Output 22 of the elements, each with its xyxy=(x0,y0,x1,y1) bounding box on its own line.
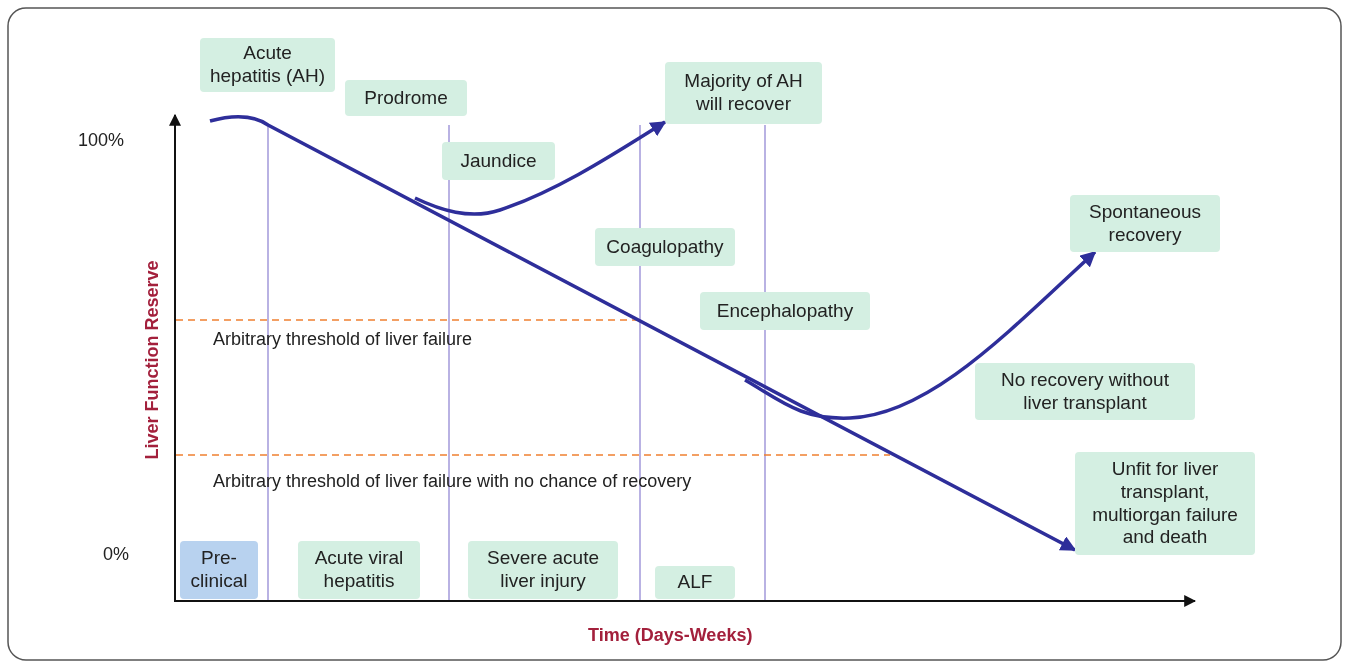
callout-bubble: Encephalopathy xyxy=(700,292,870,330)
stage-box: Severe acute liver injury xyxy=(468,541,618,599)
callout-bubble: Majority of AH will recover xyxy=(665,62,822,124)
callout-bubble: Spontaneous recovery xyxy=(1070,195,1220,252)
curve-arrow xyxy=(414,120,667,216)
stage-box: ALF xyxy=(655,566,735,599)
curve-arrow xyxy=(744,250,1097,420)
callout-bubble: Unfit for liver transplant, multiorgan failure and death xyxy=(1075,452,1255,555)
callout-bubble: Prodrome xyxy=(345,80,467,116)
threshold-label: Arbitrary threshold of liver failure with no chance of recovery xyxy=(213,471,692,492)
callout-bubble: Jaundice xyxy=(442,142,555,180)
callout-bubble: Acute hepatitis (AH) xyxy=(200,38,335,92)
threshold-label: Arbitrary threshold of liver failure xyxy=(213,329,473,350)
axis-title: Liver Function Reserve xyxy=(141,260,163,460)
callout-bubble: Coagulopathy xyxy=(595,228,735,266)
tick-label: 100% xyxy=(78,130,125,151)
stage-box: Pre-clinical xyxy=(180,541,258,599)
stage-box: Acute viral hepatitis xyxy=(298,541,420,599)
curve-arrow xyxy=(209,115,1077,552)
callout-bubble: No recovery without liver transplant xyxy=(975,363,1195,420)
axis-title: Time (Days-Weeks) xyxy=(588,625,753,646)
tick-label: 0% xyxy=(103,544,129,565)
